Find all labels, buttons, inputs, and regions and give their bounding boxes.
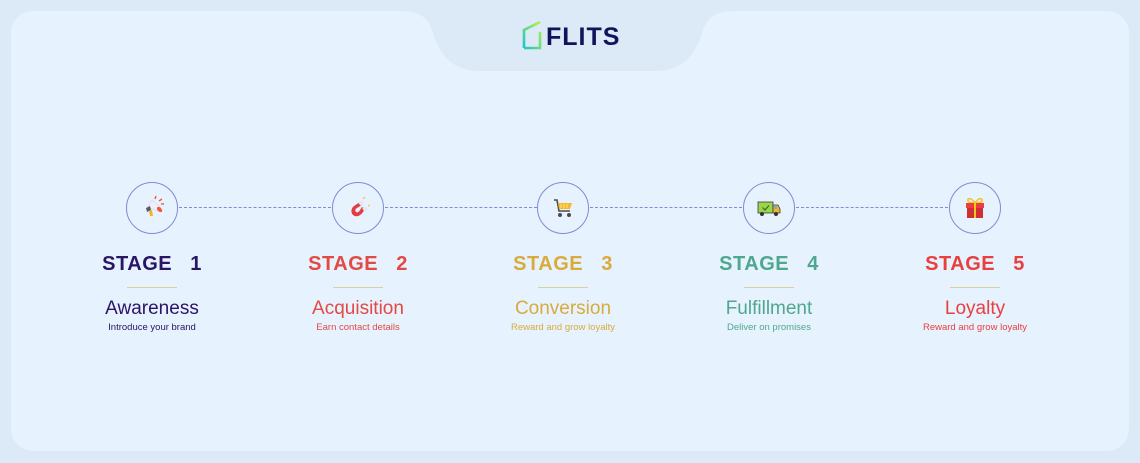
stage-5-title: STAGE 5 — [925, 253, 1025, 275]
stage-2-description: Earn contact details — [316, 322, 400, 333]
stage-4-description: Deliver on promises — [727, 322, 811, 333]
stage-1-divider — [127, 287, 177, 288]
stage-3-icon-circle — [537, 182, 589, 234]
stage-2-title: STAGE 2 — [308, 253, 408, 275]
stage-5-description: Reward and grow loyalty — [922, 322, 1028, 333]
stage-3-title: STAGE 3 — [513, 253, 613, 275]
stage-1-description: Introduce your brand — [108, 322, 196, 333]
stage-4-divider — [744, 287, 794, 288]
connector-2-3 — [385, 207, 537, 208]
stage-1-name: Awareness — [105, 298, 199, 319]
magnet-icon — [351, 196, 371, 217]
stage-2-icon-circle — [332, 182, 384, 234]
shopping-cart-icon — [554, 199, 572, 217]
stage-4-name: Fulfillment — [725, 298, 813, 319]
stage-3-name: Conversion — [514, 298, 612, 319]
connector-4-5 — [796, 207, 948, 208]
stage-1-title: STAGE 1 — [102, 253, 202, 275]
stage-2-divider — [333, 287, 383, 288]
stage-3-description: Reward and grow loyalty — [510, 322, 616, 333]
delivery-truck-icon — [757, 201, 781, 216]
brand-name: FLITS — [546, 23, 621, 51]
stage-4-icon-circle — [743, 182, 795, 234]
stage-5-divider — [950, 287, 1000, 288]
stage-5-name: Loyalty — [944, 298, 1006, 319]
connector-3-4 — [590, 207, 742, 208]
stage-2-name: Acquisition — [312, 298, 404, 319]
stage-5-icon-circle — [949, 182, 1001, 234]
stage-4-title: STAGE 4 — [719, 253, 819, 275]
house-outline-icon — [522, 20, 542, 50]
stage-1-icon-circle — [126, 182, 178, 234]
connector-1-2 — [179, 207, 331, 208]
megaphone-icon — [146, 195, 164, 216]
gift-box-icon — [966, 197, 984, 218]
brand-logo: FLITS — [522, 18, 620, 52]
stage-3-divider — [538, 287, 588, 288]
